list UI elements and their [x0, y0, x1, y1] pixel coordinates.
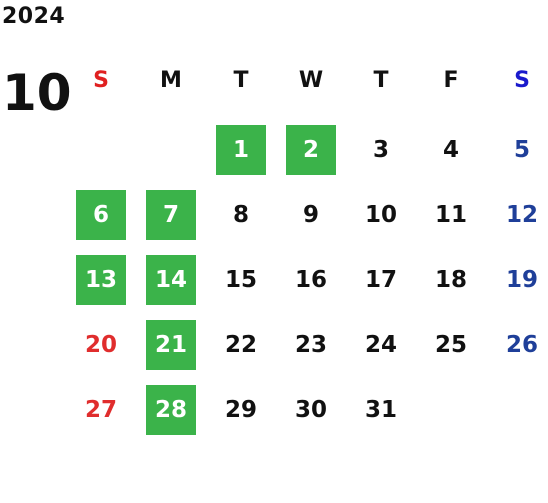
- day-4: 4: [442, 137, 459, 163]
- day-9: 9: [302, 202, 319, 228]
- day-11: 11: [434, 202, 467, 228]
- weekday-thu: T: [373, 68, 389, 93]
- day-19: 19: [505, 267, 538, 293]
- day-30: 30: [294, 397, 327, 423]
- weekday-sun: S: [93, 68, 109, 93]
- day-22: 22: [224, 332, 257, 358]
- weekday-fri: F: [443, 68, 459, 93]
- day-28: 28: [146, 385, 196, 435]
- day-24: 24: [364, 332, 397, 358]
- weekday-wed: W: [298, 68, 324, 93]
- day-26: 26: [505, 332, 538, 358]
- year-label: 2024: [2, 4, 66, 29]
- day-2: 2: [286, 125, 336, 175]
- day-20: 20: [84, 332, 117, 358]
- day-27: 27: [84, 397, 117, 423]
- day-6: 6: [76, 190, 126, 240]
- day-10: 10: [364, 202, 397, 228]
- day-16: 16: [294, 267, 327, 293]
- day-18: 18: [434, 267, 467, 293]
- day-31: 31: [364, 397, 397, 423]
- month-number: 10: [2, 64, 72, 122]
- day-8: 8: [232, 202, 249, 228]
- day-12: 12: [505, 202, 538, 228]
- day-23: 23: [294, 332, 327, 358]
- weekday-tue: T: [233, 68, 249, 93]
- weekday-mon: M: [160, 68, 182, 93]
- day-15: 15: [224, 267, 257, 293]
- day-5: 5: [513, 137, 530, 163]
- day-14: 14: [146, 255, 196, 305]
- day-13: 13: [76, 255, 126, 305]
- day-3: 3: [372, 137, 389, 163]
- day-21: 21: [146, 320, 196, 370]
- day-25: 25: [434, 332, 467, 358]
- day-1: 1: [216, 125, 266, 175]
- weekday-sat: S: [514, 68, 530, 93]
- day-7: 7: [146, 190, 196, 240]
- day-29: 29: [224, 397, 257, 423]
- day-17: 17: [364, 267, 397, 293]
